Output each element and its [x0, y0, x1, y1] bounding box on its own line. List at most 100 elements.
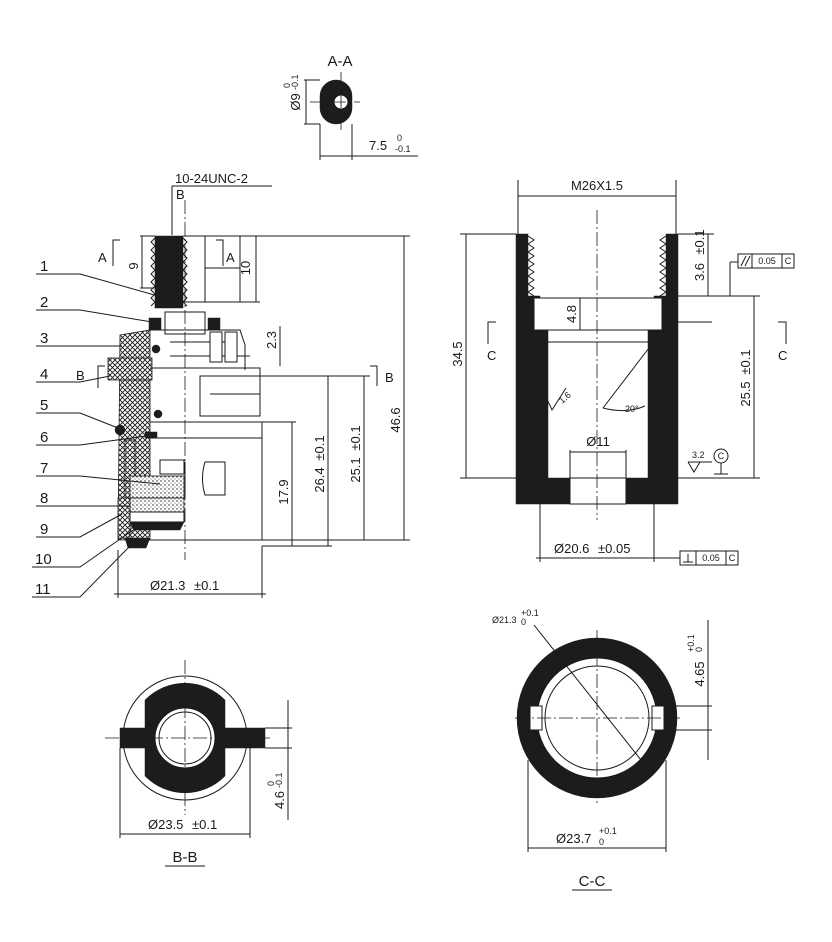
assembly-view: 10-24UNC-2 B A A 9 10 [32, 171, 410, 598]
dim-4-8: 4.8 [564, 305, 579, 323]
balloon-3: 3 [36, 330, 122, 347]
svg-text:11: 11 [35, 581, 51, 598]
gdt-parallel-value: 0.05 [758, 256, 776, 266]
b-letter-left: B [76, 368, 85, 383]
dim-2-3: 2.3 [264, 331, 279, 349]
ceramic-disc-upper [129, 475, 185, 499]
section-bb-title: B-B [172, 849, 197, 866]
c-letter-left: C [487, 348, 496, 363]
section-aa-view: A-A Ø9 0 -0.1 7.5 0 -0.1 [282, 53, 418, 160]
dim-25-5: 25.5 [738, 381, 753, 406]
dim-46-6: 46.6 [388, 407, 403, 432]
cc-dia-213-tol-upper: +0.1 [521, 608, 539, 618]
spindle [154, 235, 184, 309]
dim-26-4: 26.4 [312, 467, 327, 492]
cc-dia-237: Ø23.7 [556, 831, 591, 846]
cc-width-tol-lower: 0 [694, 647, 704, 652]
bb-width-label: 4.6 [272, 791, 287, 809]
section-cc-view: Ø21.3 +0.1 0 4.65 +0.1 0 Ø23.7 +0.1 0 C-… [492, 608, 712, 891]
bb-width-tol-lower: -0.1 [274, 772, 284, 788]
svg-text:5: 5 [40, 397, 48, 414]
balloon-1: 1 [36, 258, 159, 297]
balloon-7: 7 [36, 460, 161, 485]
bb-dia-tol: ±0.1 [192, 817, 217, 832]
ceramic-disc-lower [129, 497, 185, 513]
housing-thread-left [515, 233, 529, 297]
section-aa-title: A-A [327, 53, 352, 70]
aa-width-tol-lower: -0.1 [395, 144, 411, 154]
dia-11: Ø11 [586, 434, 610, 449]
balloon-5: 5 [36, 397, 119, 429]
gdt-perp-value: 0.05 [702, 553, 720, 563]
aa-dia-tol-upper: 0 [282, 83, 292, 88]
svg-text:6: 6 [40, 429, 48, 446]
c-letter-right: C [778, 348, 787, 363]
gdt-perp-datum: C [729, 553, 736, 563]
svg-text:8: 8 [40, 490, 48, 507]
o-ring-3 [151, 344, 161, 354]
dia-21-3: Ø21.3 [150, 578, 185, 593]
cc-width-label: 4.65 [692, 661, 707, 686]
svg-text:4: 4 [40, 366, 48, 383]
disc-window [202, 461, 226, 496]
housing-view: M26X1.5 34.5 4.8 C C 1. [450, 178, 795, 566]
roughness-1-6: 1.6 [557, 390, 573, 406]
balloon-11: 11 [32, 545, 131, 598]
headpiece-flange [107, 357, 153, 381]
spindle-flat [204, 235, 241, 303]
balloon-8: 8 [36, 490, 130, 507]
seal-ring-2-right [207, 317, 221, 331]
dim-25-5-tol: ±0.1 [738, 349, 753, 374]
seal-foot-11 [124, 537, 151, 549]
bb-dia-label: Ø23.5 [148, 817, 183, 832]
aa-dia-tol-lower: -0.1 [290, 74, 300, 90]
dia-20-6: Ø20.6 [554, 541, 589, 556]
dim-9: 9 [126, 262, 141, 269]
seal-ring-2-left [148, 317, 162, 331]
aa-dia-label: Ø9 [288, 93, 303, 110]
o-ring-5 [114, 424, 126, 436]
aa-width-label: 7.5 [369, 138, 387, 153]
gdt-parallel-datum: C [785, 256, 792, 266]
angle-20: 20° [625, 404, 639, 414]
dia-21-3-tol: ±0.1 [194, 578, 219, 593]
assembly-thread-label: 10-24UNC-2 [175, 171, 248, 186]
dia-20-6-tol: ±0.05 [598, 541, 630, 556]
svg-text:2: 2 [40, 294, 48, 311]
dim-34-5: 34.5 [450, 341, 465, 366]
bb-width-tol-upper: 0 [266, 781, 276, 786]
section-cc-title: C-C [579, 873, 606, 890]
dim-3-6-tol: ±0.1 [692, 229, 707, 254]
seal-gasket-10 [129, 521, 185, 531]
balloon-4: 4 [36, 366, 111, 383]
dim-26-4-tol: ±0.1 [312, 435, 327, 460]
section-bb-view: Ø23.5 ±0.1 4.6 0 -0.1 B-B [105, 660, 292, 867]
balloon-6: 6 [36, 429, 147, 446]
a-letter-right: A [226, 250, 235, 265]
svg-text:3: 3 [40, 330, 48, 347]
datum-c: C [718, 451, 725, 461]
svg-text:1: 1 [40, 258, 48, 275]
balloon-9: 9 [36, 513, 123, 538]
housing-thread-right [665, 233, 679, 297]
b-letter-right: B [385, 370, 394, 385]
dim-17-9: 17.9 [276, 479, 291, 504]
svg-text:10: 10 [35, 551, 52, 568]
ring-6 [144, 431, 158, 439]
cc-width-tol-upper: +0.1 [686, 634, 696, 652]
aa-width-tol-upper: 0 [397, 133, 402, 143]
balloon-2: 2 [36, 294, 153, 323]
dim-25-1-tol: ±0.1 [348, 425, 363, 450]
cc-dia-213-tol-lower: 0 [521, 617, 526, 627]
dim-25-1: 25.1 [348, 457, 363, 482]
svg-text:7: 7 [40, 460, 48, 477]
dia-21-3-group: Ø21.3 ±0.1 [150, 578, 219, 593]
cc-dia-213: Ø21.3 [492, 615, 517, 625]
housing-thread-label: M26X1.5 [571, 178, 623, 193]
a-letter-left: A [98, 250, 107, 265]
roughness-3-2: 3.2 [692, 450, 705, 460]
cc-dia-237-tol-upper: +0.1 [599, 826, 617, 836]
o-ring-5-inner [153, 409, 163, 419]
b-letter-top: B [176, 187, 185, 202]
